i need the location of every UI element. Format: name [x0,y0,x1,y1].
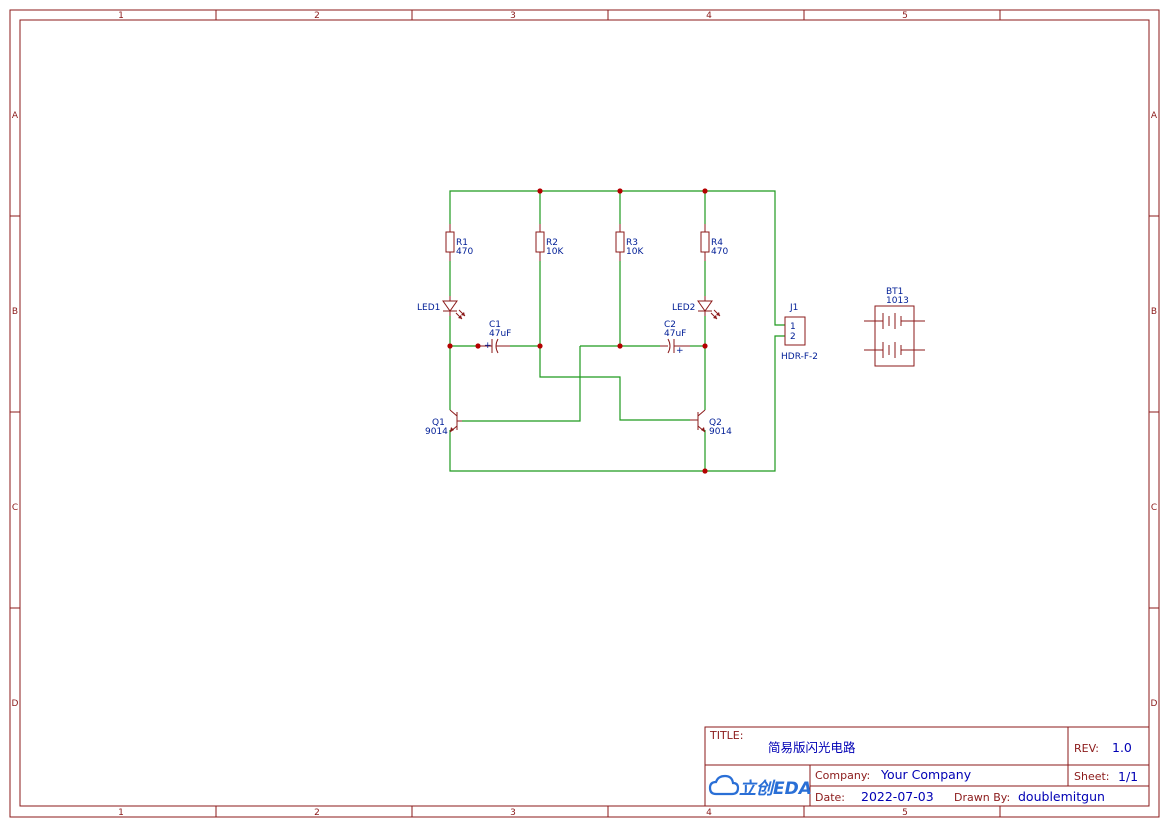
r3-designator: R3 [626,238,638,248]
cloud-icon [708,774,740,796]
connector-j1[interactable]: J1 1 2 HDR-F-2 [781,303,818,362]
resistor-r2[interactable]: R2 10K [535,224,564,261]
col-marker-top-1: 1 [118,11,124,21]
row-marker-right-b: B [1151,307,1157,317]
capacitor-c1[interactable]: + C1 47uF [480,320,511,354]
r4-value: 470 [711,247,728,257]
col-marker-top-2: 2 [314,11,320,21]
title-value: 简易版闪光电路 [768,740,856,755]
title-label: TITLE: [709,729,743,742]
sheet-label: Sheet: [1074,770,1110,783]
j1-designator: J1 [789,303,798,313]
col-marker-bottom-5: 5 [902,808,908,818]
q2-value: 9014 [709,427,732,437]
resistor-r4[interactable]: R4 470 [700,224,728,261]
row-marker-left-b: B [12,307,18,317]
battery-bt1[interactable]: BT1 1013 [864,287,925,367]
resistor-r1[interactable]: R1 470 [445,224,473,261]
sheet-frame: 1 2 3 4 5 1 2 3 4 5 A B C D A B C D [9,9,1160,818]
junction [702,468,708,474]
r4-designator: R4 [711,238,723,248]
col-marker-top-5: 5 [902,11,908,21]
bt1-value: 1013 [886,296,909,306]
col-marker-bottom-2: 2 [314,808,320,818]
row-marker-left-c: C [12,503,18,513]
junction [537,343,543,349]
capacitor-c2[interactable]: + C2 47uF [660,320,690,356]
drawn-by-label: Drawn By: [954,791,1010,804]
junctions [447,188,708,474]
junction [702,343,708,349]
resistor-r3[interactable]: R3 10K [615,224,644,261]
junction [447,343,453,349]
company-label: Company: [815,769,870,782]
q1-value: 9014 [425,427,448,437]
row-marker-right-d: D [1151,699,1158,709]
c1-value: 47uF [489,329,511,339]
junction [617,343,623,349]
q1-designator: Q1 [432,418,445,428]
date-label: Date: [815,791,845,804]
junction [537,188,543,194]
bt1-designator: BT1 [886,287,903,297]
date-value: 2022-07-03 [861,789,934,804]
col-marker-top-4: 4 [706,11,712,21]
junction [475,343,481,349]
q2-designator: Q2 [709,418,722,428]
c1-designator: C1 [489,320,501,330]
r3-value: 10K [626,247,644,257]
col-marker-top-3: 3 [510,11,516,21]
transistor-q1[interactable]: Q1 9014 [425,409,462,437]
title-block: TITLE: 简易版闪光电路 REV: 1.0 Company: Your Co… [704,726,1150,807]
r2-designator: R2 [546,238,558,248]
led-led1[interactable]: LED1 [417,296,466,320]
j1-pin1-label: 1 [790,322,796,332]
drawn-by-value: doublemitgun [1018,789,1105,804]
logo-text: 立创EDA [739,779,812,799]
r1-value: 470 [456,247,473,257]
row-marker-right-a: A [1151,111,1158,121]
lceda-logo: 立创EDA [708,774,812,799]
c2-value: 47uF [664,329,686,339]
led-led2[interactable]: LED2 [672,296,721,320]
col-marker-bottom-1: 1 [118,808,124,818]
led1-designator: LED1 [417,303,440,313]
j1-value: HDR-F-2 [781,352,818,362]
r2-value: 10K [546,247,564,257]
led2-designator: LED2 [672,303,695,313]
junction [617,188,623,194]
row-marker-left-d: D [12,699,19,709]
col-marker-bottom-3: 3 [510,808,516,818]
c1-polarity: + [484,341,492,351]
j1-pin2-label: 2 [790,332,796,342]
col-marker-bottom-4: 4 [706,808,712,818]
row-marker-left-a: A [12,111,19,121]
r1-designator: R1 [456,238,468,248]
company-value: Your Company [880,767,972,782]
junction [702,188,708,194]
rev-value: 1.0 [1112,740,1132,755]
sheet-value: 1/1 [1118,769,1138,784]
c2-polarity: + [676,346,684,356]
c2-designator: C2 [664,320,676,330]
transistor-q2[interactable]: Q2 9014 [690,409,732,437]
row-marker-right-c: C [1151,503,1157,513]
rev-label: REV: [1074,742,1099,755]
